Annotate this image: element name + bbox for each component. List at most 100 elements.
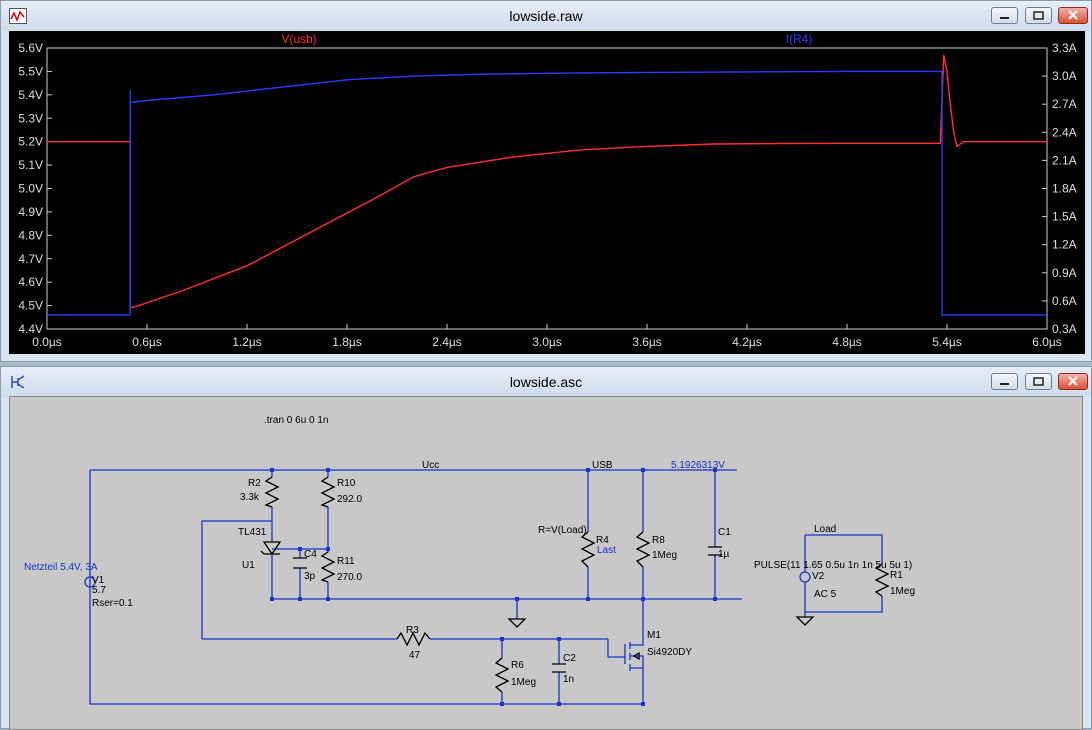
- mosfet-arrow: [632, 651, 640, 661]
- right-axis-tick-label: 1.2A: [1052, 238, 1077, 252]
- schematic-drawing[interactable]: .tran 0 6u 0 1n Ucc USB 5.1926313V Load …: [10, 397, 1082, 729]
- left-axis-tick-label: 5.1V: [18, 158, 43, 172]
- series-vusb: [47, 54, 1047, 309]
- m1-name[interactable]: M1: [647, 630, 661, 641]
- junctions: [270, 468, 717, 706]
- tl431-symbol: [260, 541, 282, 556]
- r4-expression[interactable]: R=V(Load): [538, 525, 587, 536]
- v2-symbol: [799, 571, 811, 583]
- restore-icon: [1033, 377, 1044, 386]
- schematic-canvas[interactable]: .tran 0 6u 0 1n Ucc USB 5.1926313V Load …: [9, 396, 1083, 730]
- right-axis-tick-label: 1.5A: [1052, 210, 1077, 224]
- series-ir4: [47, 70, 1047, 316]
- trace-label: I(R4): [786, 32, 813, 46]
- v2-name[interactable]: V2: [812, 571, 825, 582]
- r1-value[interactable]: 1Meg: [890, 586, 915, 597]
- schematic-titlebar[interactable]: lowside.asc: [1, 367, 1091, 397]
- r3-name[interactable]: R3: [406, 625, 419, 636]
- x-axis-tick-label: 0.6µs: [132, 335, 162, 349]
- right-axis-tick-label: 2.1A: [1052, 153, 1077, 167]
- waveform-titlebar[interactable]: lowside.raw: [1, 1, 1091, 31]
- wires: [84, 469, 883, 705]
- r1-name[interactable]: R1: [890, 570, 903, 581]
- x-axis-tick-label: 3.0µs: [532, 335, 562, 349]
- close-button[interactable]: [1058, 373, 1088, 390]
- close-button[interactable]: [1058, 7, 1088, 24]
- r3-symbol: [396, 631, 431, 647]
- left-axis-tick-label: 5.5V: [18, 64, 43, 78]
- left-axis-tick-label: 5.2V: [18, 135, 43, 149]
- u1-name[interactable]: U1: [242, 560, 255, 571]
- left-axis-tick-label: 4.4V: [18, 322, 43, 336]
- r11-name[interactable]: R11: [337, 556, 355, 567]
- x-axis-tick-label: 3.6µs: [632, 335, 662, 349]
- v2-ac[interactable]: AC 5: [814, 589, 837, 600]
- waveform-window-title: lowside.raw: [509, 8, 583, 24]
- r4-name[interactable]: R4: [596, 535, 609, 546]
- net-label-usb[interactable]: USB: [592, 460, 613, 471]
- r10-value[interactable]: 292.0: [337, 494, 362, 505]
- right-axis-tick-label: 1.8A: [1052, 182, 1077, 196]
- r8-name[interactable]: R8: [652, 535, 665, 546]
- ground-symbol: [795, 616, 815, 626]
- x-axis-tick-label: 5.4µs: [932, 335, 962, 349]
- waveform-plot[interactable]: 5.6V5.5V5.4V5.3V5.2V5.1V5.0V4.9V4.8V4.7V…: [9, 31, 1085, 354]
- r3-value[interactable]: 47: [409, 650, 421, 661]
- r4-value[interactable]: Last: [597, 545, 616, 556]
- left-axis-tick-label: 5.4V: [18, 88, 43, 102]
- r8-value[interactable]: 1Meg: [652, 550, 677, 561]
- close-icon: [1068, 10, 1078, 20]
- x-axis-tick-label: 4.2µs: [732, 335, 762, 349]
- u1-part[interactable]: TL431: [238, 527, 267, 538]
- minimize-icon: [1000, 17, 1009, 19]
- net-label-load[interactable]: Load: [814, 524, 836, 535]
- v2-pulse[interactable]: PULSE(11 1.65 0.5u 1n 1n 5u 5u 1): [754, 560, 912, 571]
- c2-symbol: [552, 663, 566, 673]
- x-axis-tick-label: 4.8µs: [832, 335, 862, 349]
- c4-value[interactable]: 3p: [304, 571, 316, 582]
- net-label-ucc[interactable]: Ucc: [422, 460, 439, 471]
- wire-feedback: [201, 520, 272, 639]
- schematic-app-icon: [11, 375, 25, 389]
- tran-directive[interactable]: .tran 0 6u 0 1n: [264, 415, 329, 426]
- r2-value[interactable]: 3.3k: [240, 492, 260, 503]
- operating-point-voltage: 5.1926313V: [671, 460, 725, 471]
- r6-name[interactable]: R6: [511, 660, 524, 671]
- v1-value[interactable]: 5.7: [92, 585, 106, 596]
- restore-button[interactable]: [1025, 7, 1052, 24]
- left-axis-tick-label: 4.5V: [18, 299, 43, 313]
- v1-label[interactable]: Netzteil 5.4V, 3A: [24, 562, 98, 573]
- r11-value[interactable]: 270.0: [337, 572, 362, 583]
- r11-symbol: [320, 551, 336, 583]
- v1-rser[interactable]: Rser=0.1: [92, 598, 133, 609]
- r10-name[interactable]: R10: [337, 478, 356, 489]
- x-axis-tick-label: 2.4µs: [432, 335, 462, 349]
- r4-symbol: [580, 531, 596, 568]
- restore-button[interactable]: [1025, 373, 1052, 390]
- r10-symbol: [320, 476, 336, 508]
- minimize-button[interactable]: [991, 373, 1018, 390]
- r8-symbol: [635, 531, 651, 568]
- right-axis-tick-label: 2.4A: [1052, 125, 1077, 139]
- r1-symbol: [874, 563, 890, 597]
- waveform-app-icon: [9, 8, 27, 24]
- m1-part[interactable]: Si4920DY: [647, 647, 692, 658]
- v1-symbol: [84, 576, 96, 588]
- v1-name[interactable]: V1: [92, 575, 105, 586]
- minimize-button[interactable]: [991, 7, 1018, 24]
- left-axis-tick-label: 5.6V: [18, 41, 43, 55]
- x-axis-tick-label: 1.2µs: [232, 335, 262, 349]
- r6-value[interactable]: 1Meg: [511, 677, 536, 688]
- c1-symbol: [708, 546, 722, 556]
- trace-label: V(usb): [281, 32, 316, 46]
- c2-name[interactable]: C2: [563, 653, 576, 664]
- c2-value[interactable]: 1n: [563, 674, 574, 685]
- mosfet-terminals: [630, 624, 644, 704]
- r2-name[interactable]: R2: [248, 478, 261, 489]
- c1-value[interactable]: 1µ: [718, 549, 730, 560]
- c1-name[interactable]: C1: [718, 527, 731, 538]
- right-axis-tick-label: 0.6A: [1052, 294, 1077, 308]
- c4-name[interactable]: C4: [304, 549, 317, 560]
